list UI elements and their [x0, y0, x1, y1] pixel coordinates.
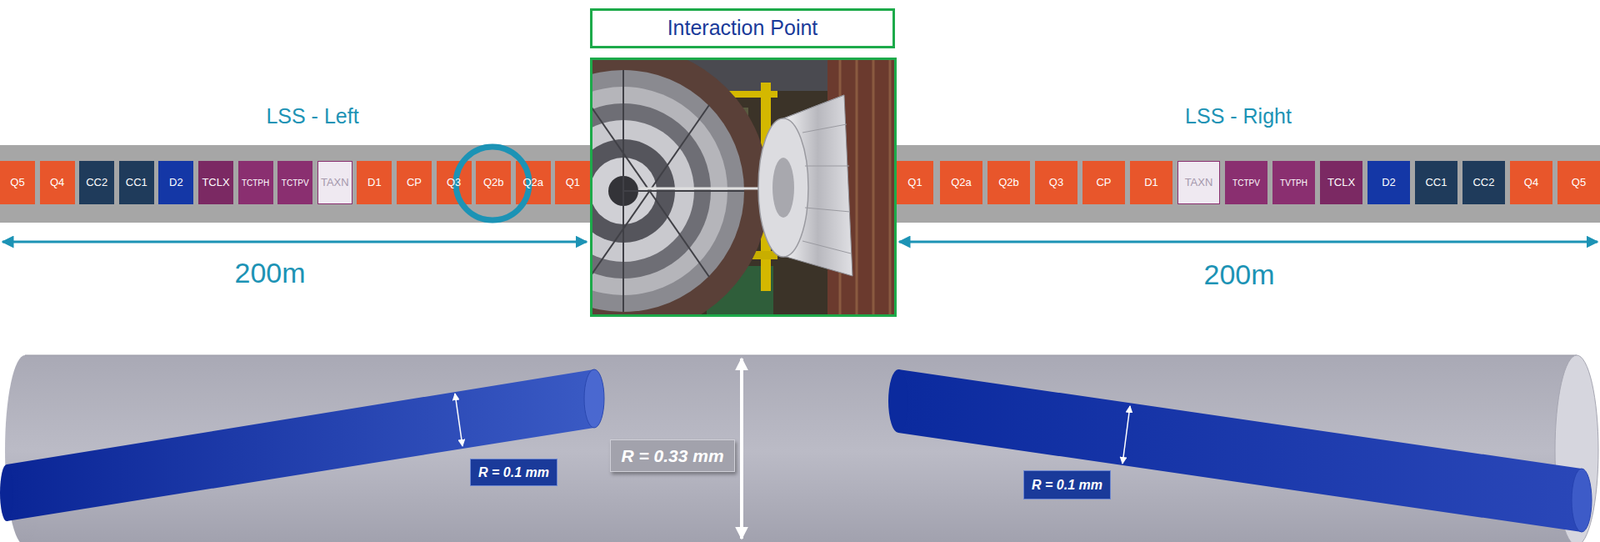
magnet-box: D1 — [356, 160, 392, 205]
node-label: Q3 — [1049, 176, 1064, 189]
node-label: Q1 — [907, 176, 922, 189]
node-label: D1 — [1144, 176, 1159, 189]
magnet-box: Q2a — [940, 160, 983, 205]
node-label: Q1 — [565, 176, 580, 189]
collimator-box: TCTPV — [277, 160, 313, 205]
magnet-box: CP — [1082, 160, 1125, 205]
cavity-box: CC2 — [1462, 160, 1505, 205]
node-label: TAXN — [320, 176, 350, 189]
node-label: Interaction Point — [667, 16, 819, 40]
section-label: LSS - Left — [265, 105, 359, 129]
node-label: CP — [1095, 176, 1111, 189]
highlight-ring — [455, 146, 530, 220]
node-label: TVTPH — [1280, 178, 1308, 188]
node-label: TCTPH — [241, 178, 270, 188]
magnet-box: D1 — [1130, 160, 1173, 205]
dipole-box: D2 — [1367, 160, 1410, 205]
node-label: Q3 — [446, 176, 461, 189]
node-label: Q2b — [998, 176, 1020, 189]
absorber-box: TAXN — [1177, 160, 1220, 205]
magnet-box: Q4 — [40, 160, 75, 205]
node-label: TCLX — [1327, 176, 1355, 189]
node-label: TCLX — [201, 176, 230, 189]
title-box: Interaction Point — [590, 8, 895, 49]
node-label: CC2 — [1472, 176, 1495, 189]
node-label: TAXN — [1185, 176, 1214, 189]
node-label: CC1 — [1425, 176, 1447, 189]
node-label: Q5 — [1571, 176, 1586, 189]
node-label: CC2 — [85, 176, 108, 189]
collimator-box: TCTPH — [238, 160, 274, 205]
magnet-box: Q4 — [1510, 160, 1553, 205]
node-label: Q2a — [950, 176, 972, 189]
cavity-box: CC1 — [119, 160, 155, 205]
node-label: Q4 — [50, 176, 65, 189]
magnet-box: Q5 — [1557, 160, 1600, 205]
magnet-box: Q2a — [515, 160, 551, 205]
dimension-label: 200m — [234, 257, 305, 289]
radius-tag: R = 0.33 mm — [610, 439, 735, 472]
dimension-label: 200m — [1203, 259, 1275, 290]
absorber-box: TAXN — [317, 160, 353, 205]
node-label: D2 — [169, 176, 184, 189]
dipole-box: D2 — [158, 160, 194, 205]
magnet-box: Q3 — [436, 160, 472, 205]
node-label: Q2b — [483, 176, 505, 189]
node-label: R = 0.1 mm — [478, 465, 550, 480]
node-label: D2 — [1381, 176, 1396, 189]
node-label: CC1 — [125, 176, 148, 189]
magnet-box: Q3 — [1035, 160, 1078, 205]
magnet-box: Q1 — [896, 160, 934, 205]
radius-tag: R = 0.1 mm — [470, 458, 558, 486]
magnet-box: Q5 — [0, 160, 35, 205]
node-label: D1 — [367, 176, 382, 189]
collimator-box: TCTPV — [1225, 160, 1268, 205]
magnet-box: Q1 — [555, 160, 590, 205]
node-label: R = 0.1 mm — [1031, 477, 1103, 493]
radius-tag: R = 0.1 mm — [1023, 470, 1111, 500]
node-label: R = 0.33 mm — [620, 445, 724, 465]
node-label: Q4 — [1524, 176, 1539, 189]
section-label: LSS - Right — [1185, 105, 1292, 129]
collimator-box: TVTPH — [1272, 160, 1315, 205]
magnet-box: Q2b — [475, 160, 511, 205]
node-label: Q2a — [523, 176, 545, 189]
node-label: TCTPV — [281, 178, 310, 188]
cavity-box: CC1 — [1415, 160, 1458, 205]
collimator-box: TCLX — [198, 160, 234, 205]
node-label: TCTPV — [1232, 178, 1260, 188]
magnet-box: Q2b — [987, 160, 1030, 205]
magnet-box: CP — [396, 160, 432, 205]
node-label: CP — [406, 176, 422, 189]
cavity-box: CC2 — [79, 160, 115, 205]
node-label: Q5 — [10, 176, 25, 189]
collimator-box: TCLX — [1320, 160, 1363, 205]
